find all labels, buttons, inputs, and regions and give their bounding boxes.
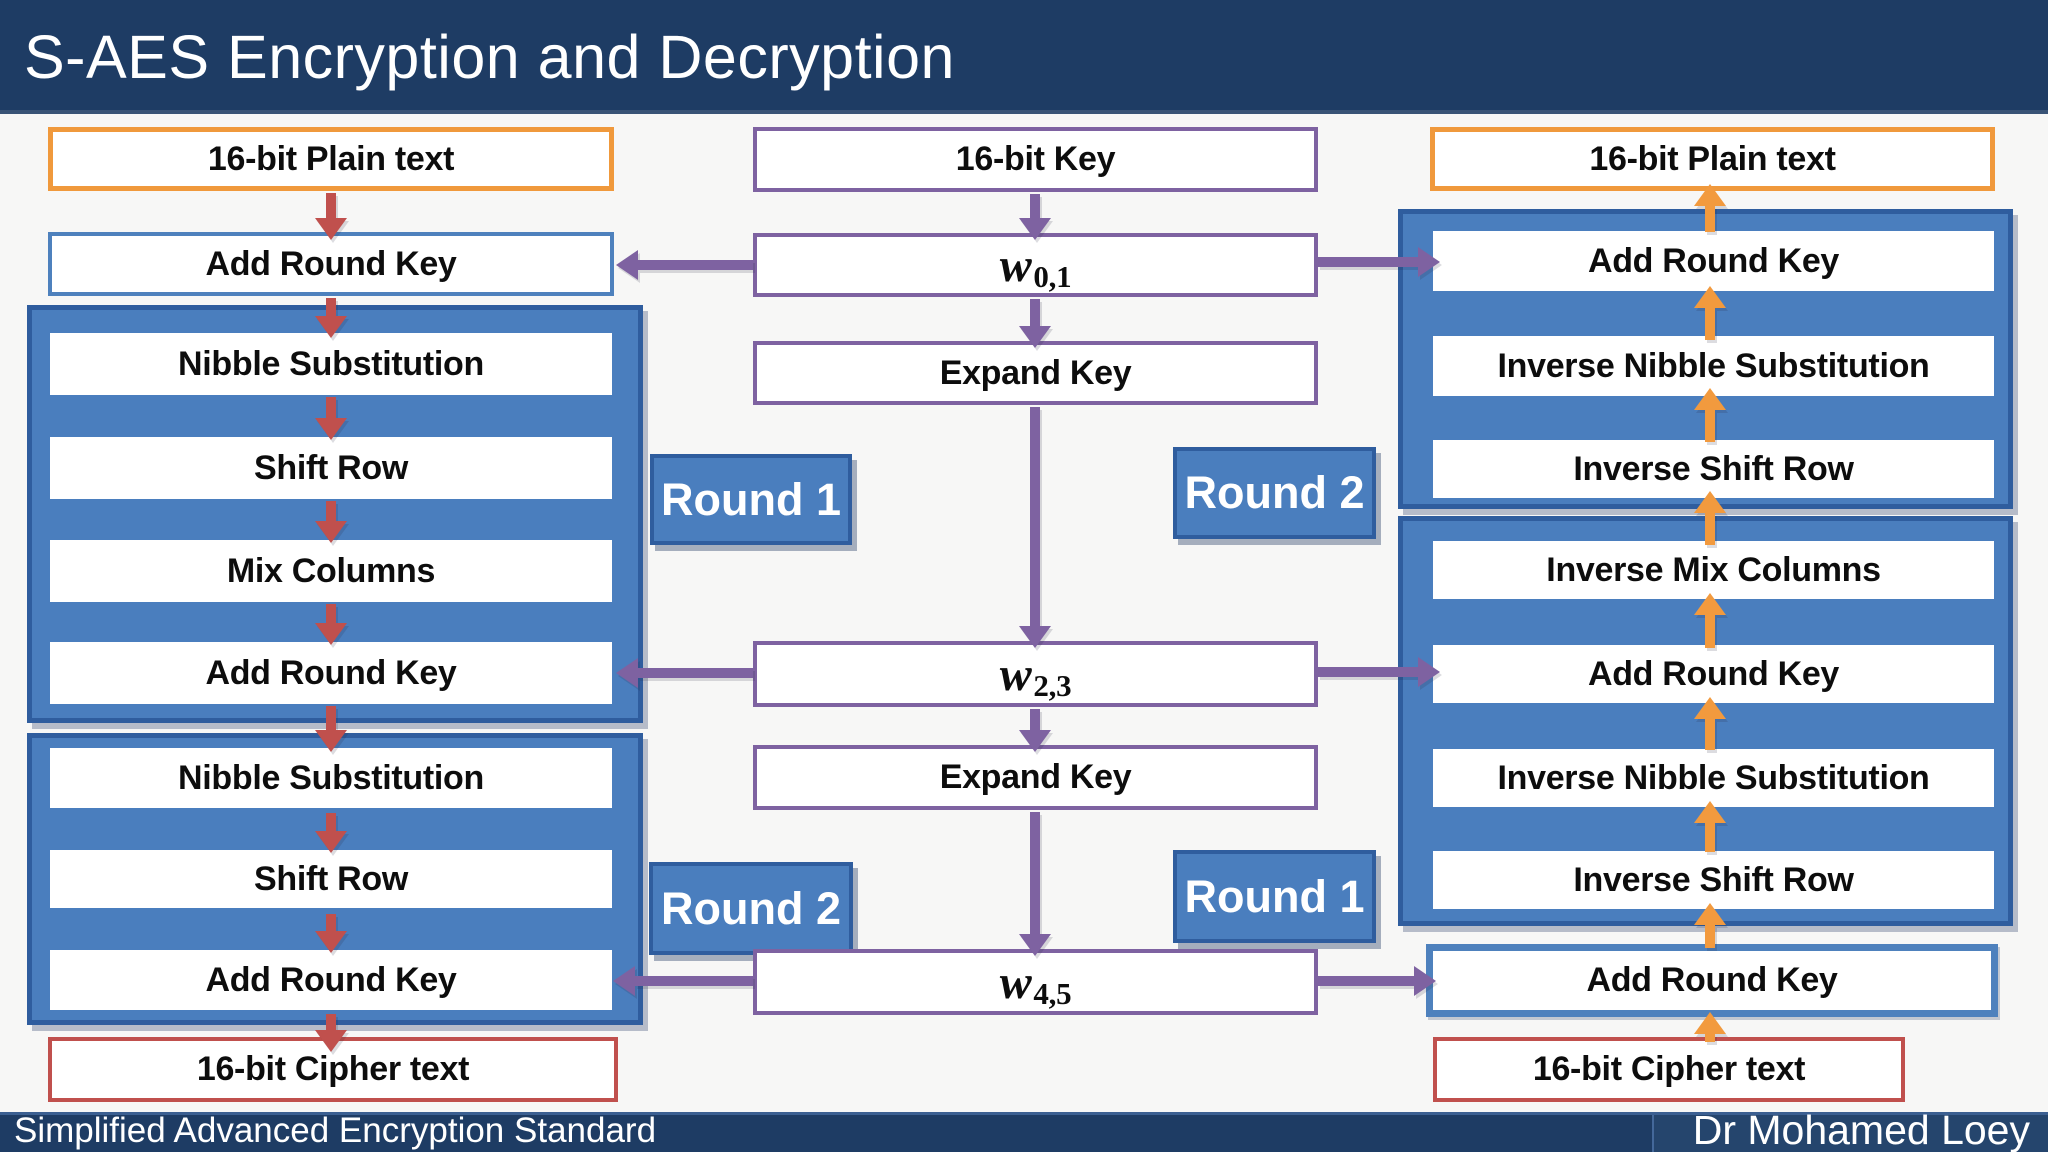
flow-arrow xyxy=(1694,388,1726,442)
w01-subscript: 0,1 xyxy=(1033,259,1072,294)
w23-symbol: w xyxy=(999,647,1032,701)
flow-arrow xyxy=(315,1014,347,1052)
flow-arrow xyxy=(315,706,347,752)
key-expand1-box: Expand Key xyxy=(753,341,1318,405)
flow-arrow xyxy=(1318,966,1436,996)
w01-symbol: w xyxy=(999,238,1032,292)
slide-title: S-AES Encryption and Decryption xyxy=(24,23,955,91)
enc-round1-step-add-round-key: Add Round Key xyxy=(50,642,612,704)
dec-round2-label: Round 2 xyxy=(1173,447,1376,539)
flow-arrow xyxy=(315,813,347,853)
flow-arrow xyxy=(1694,491,1726,545)
title-bar: S-AES Encryption and Decryption xyxy=(0,0,2048,114)
flow-arrow xyxy=(616,658,753,688)
enc-round2-step-nibble-substitution: Nibble Substitution xyxy=(50,748,612,808)
flow-arrow xyxy=(1694,801,1726,852)
dec-final-addroundkey-box: Add Round Key xyxy=(1426,944,1998,1017)
flow-arrow xyxy=(315,193,347,240)
enc-round2-label: Round 2 xyxy=(649,862,853,955)
w45-symbol: w xyxy=(999,955,1032,1009)
flow-arrow xyxy=(1694,593,1726,648)
enc-round2-step-shift-row: Shift Row xyxy=(50,850,612,908)
dec-ciphertext-box: 16-bit Cipher text xyxy=(1433,1037,1905,1102)
flow-arrow xyxy=(613,966,753,996)
key-input-box: 16-bit Key xyxy=(753,127,1318,192)
flow-arrow xyxy=(1019,194,1051,240)
flow-arrow xyxy=(1019,709,1051,752)
flow-arrow xyxy=(1694,184,1726,232)
flow-arrow xyxy=(1694,286,1726,340)
dec-round2-step-inverse-nibble-substitution: Inverse Nibble Substitution xyxy=(1433,336,1994,396)
flow-arrow xyxy=(1694,1012,1726,1042)
dec-round2-step-inverse-shift-row: Inverse Shift Row xyxy=(1433,440,1994,498)
dec-round1-step-inverse-mix-columns: Inverse Mix Columns xyxy=(1433,541,1994,599)
flow-arrow xyxy=(315,501,347,543)
dec-plaintext-box: 16-bit Plain text xyxy=(1430,127,1995,191)
flow-arrow xyxy=(315,298,347,338)
flow-arrow xyxy=(1318,247,1440,277)
dec-round2-step-add-round-key: Add Round Key xyxy=(1433,231,1994,291)
w23-subscript: 2,3 xyxy=(1033,668,1072,703)
enc-round1-step-nibble-substitution: Nibble Substitution xyxy=(50,333,612,395)
enc-round2-step-add-round-key: Add Round Key xyxy=(50,950,612,1010)
flow-arrow xyxy=(1019,812,1051,956)
flow-arrow xyxy=(1694,903,1726,948)
enc-round1-step-shift-row: Shift Row xyxy=(50,437,612,499)
w45-subscript: 4,5 xyxy=(1033,976,1072,1011)
flow-arrow xyxy=(315,914,347,953)
footer-author: Dr Mohamed Loey xyxy=(1692,1107,2030,1152)
footer-bar: Simplified Advanced Encryption Standard … xyxy=(0,1107,2048,1152)
dec-round1-step-inverse-nibble-substitution: Inverse Nibble Substitution xyxy=(1433,749,1994,807)
enc-round1-label: Round 1 xyxy=(650,454,852,545)
dec-round1-step-inverse-shift-row: Inverse Shift Row xyxy=(1433,851,1994,909)
enc-round1-step-mix-columns: Mix Columns xyxy=(50,540,612,602)
dec-round1-step-add-round-key: Add Round Key xyxy=(1433,645,1994,703)
footer-subtitle: Simplified Advanced Encryption Standard xyxy=(14,1111,657,1150)
flow-arrow xyxy=(1019,299,1051,348)
key-expand2-box: Expand Key xyxy=(753,745,1318,810)
flow-arrow xyxy=(1019,407,1051,648)
enc-plaintext-box: 16-bit Plain text xyxy=(48,127,614,191)
flow-arrow xyxy=(616,250,753,280)
flow-arrow xyxy=(1318,657,1440,687)
flow-arrow xyxy=(315,397,347,440)
flow-arrow xyxy=(1694,697,1726,750)
flow-arrow xyxy=(315,604,347,645)
dec-round1-label: Round 1 xyxy=(1173,850,1376,943)
footer-right-segment xyxy=(1652,1115,2048,1152)
enc-initial-addroundkey-box: Add Round Key xyxy=(48,232,614,296)
